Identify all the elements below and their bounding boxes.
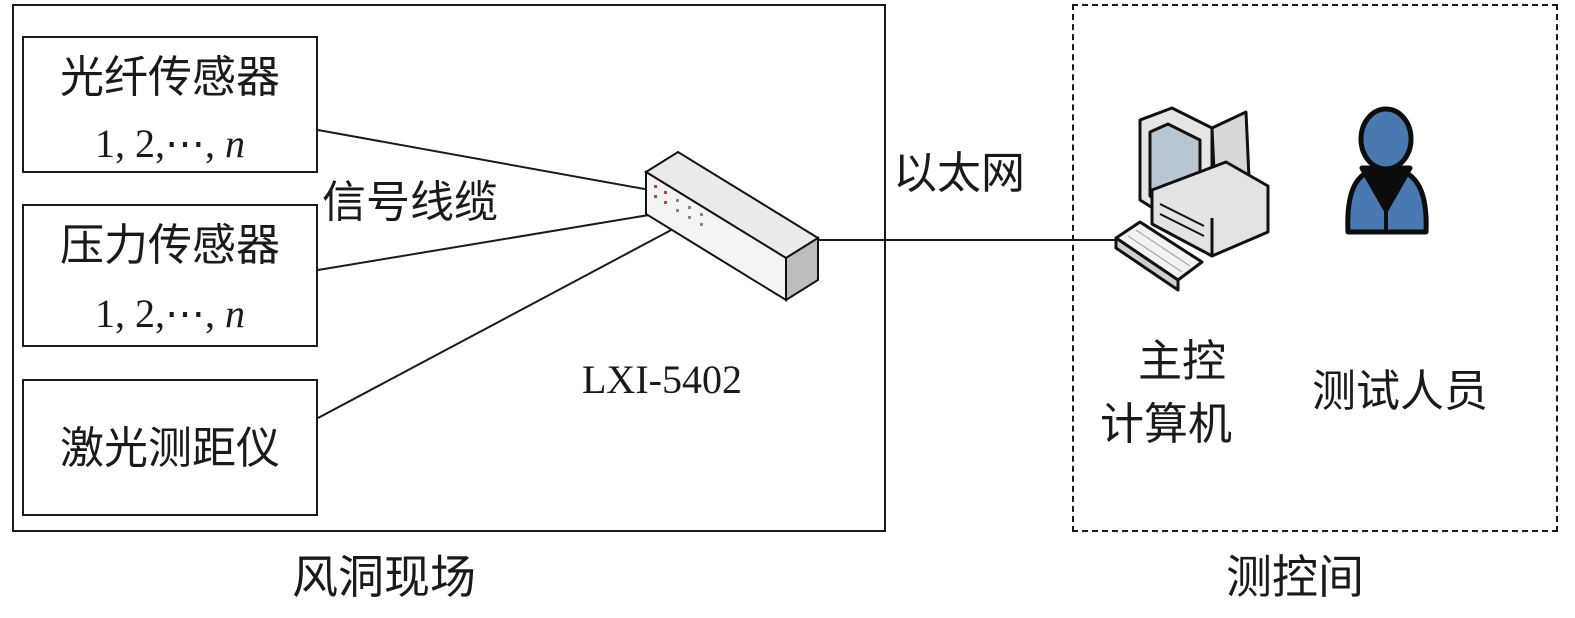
pressure-sensor-box: 压力传感器 1, 2,⋯, n — [22, 204, 318, 347]
laser-rangefinder-box: 激光测距仪 — [22, 379, 318, 516]
laser-rangefinder-title: 激光测距仪 — [60, 423, 280, 474]
fiber-sensor-range-prefix: 1, 2,⋯, — [95, 121, 225, 166]
pressure-sensor-range-var: n — [225, 291, 245, 336]
pressure-sensor-range-prefix: 1, 2,⋯, — [95, 291, 225, 336]
computer-label-line2: 计算机 — [1100, 399, 1232, 450]
fiber-sensor-box: 光纤传感器 1, 2,⋯, n — [22, 36, 318, 173]
fiber-sensor-title: 光纤传感器 — [60, 52, 280, 103]
cable-line-laser — [317, 227, 676, 419]
pressure-sensor-range: 1, 2,⋯, n — [24, 294, 316, 334]
computer-icon — [1114, 106, 1270, 292]
cable-line-pressure — [317, 213, 656, 271]
device-label: LXI-5402 — [582, 357, 742, 402]
fiber-sensor-range: 1, 2,⋯, n — [24, 124, 316, 164]
fiber-sensor-range-var: n — [225, 121, 245, 166]
ethernet-label: 以太网 — [893, 148, 1025, 199]
lxi-device-icon — [644, 150, 820, 302]
operator-icon — [1345, 106, 1429, 235]
operator-label: 测试人员 — [1312, 366, 1488, 417]
computer-label-line1: 主控 — [1138, 336, 1226, 387]
cable-label: 信号线缆 — [322, 177, 498, 228]
control-room-region-label: 测控间 — [1226, 550, 1364, 604]
pressure-sensor-title: 压力传感器 — [60, 220, 280, 271]
cable-line-fiber — [317, 129, 651, 191]
site-region-label: 风洞现场 — [292, 550, 476, 604]
